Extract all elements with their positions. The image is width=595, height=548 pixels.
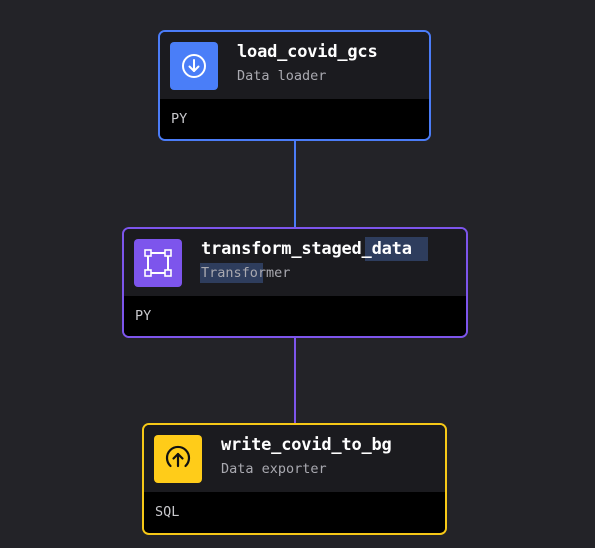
transformer-icon-tile bbox=[134, 239, 182, 287]
block-name: transform_staged_data bbox=[201, 239, 412, 259]
data-loader-icon-tile bbox=[170, 42, 218, 90]
block-name: write_covid_to_bg bbox=[221, 435, 392, 455]
upload-circle-icon bbox=[165, 445, 191, 468]
block-type: Data loader bbox=[237, 68, 327, 84]
block-footer: PY bbox=[124, 296, 466, 336]
block-type: Transformer bbox=[201, 265, 291, 281]
block-language: PY bbox=[135, 308, 152, 324]
block-load-covid-gcs[interactable]: load_covid_gcs Data loader PY bbox=[158, 30, 431, 141]
block-write-covid-to-bg[interactable]: write_covid_to_bg Data exporter SQL bbox=[142, 423, 447, 535]
block-language: PY bbox=[171, 111, 188, 127]
block-footer: PY bbox=[160, 99, 429, 139]
block-language: SQL bbox=[155, 504, 180, 520]
block-header[interactable]: transform_staged_data Transformer bbox=[124, 229, 466, 296]
block-header[interactable]: write_covid_to_bg Data exporter bbox=[144, 425, 445, 492]
block-name: load_covid_gcs bbox=[237, 42, 378, 62]
block-header[interactable]: load_covid_gcs Data loader bbox=[160, 32, 429, 99]
block-type: Data exporter bbox=[221, 461, 327, 477]
data-exporter-icon-tile bbox=[154, 435, 202, 483]
download-circle-icon bbox=[182, 54, 206, 78]
block-transform-staged-data[interactable]: transform_staged_data Transformer PY bbox=[122, 227, 468, 338]
transform-square-icon bbox=[144, 249, 172, 277]
block-footer: SQL bbox=[144, 492, 445, 532]
